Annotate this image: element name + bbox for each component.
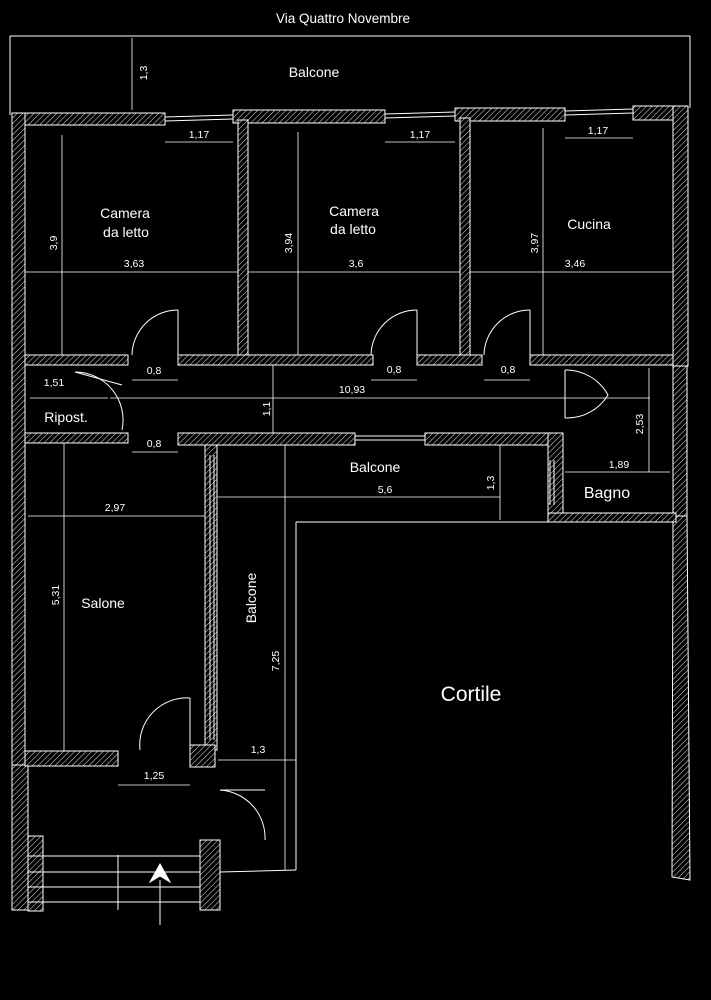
arrow-up-icon <box>148 862 172 884</box>
dim-salone-height: 5,31 <box>50 585 62 606</box>
dim-bagno-width: 1,89 <box>609 459 630 471</box>
room-label-ripostiglio: Ripost. <box>44 409 88 425</box>
dim-door3: 0,8 <box>501 364 516 376</box>
dim-door-salone: 0,8 <box>147 438 162 450</box>
dim-salone-width: 2,97 <box>105 502 126 514</box>
dim-balcone-top-depth: 1,3 <box>138 66 150 81</box>
dim-window3: 1,17 <box>588 125 609 137</box>
walls <box>11 105 691 912</box>
stairs <box>28 855 200 925</box>
dimension-lines <box>25 38 673 870</box>
dim-bagno-height: 2,53 <box>634 414 646 435</box>
dim-cucina-width: 3,46 <box>565 258 586 270</box>
room-label-bagno: Bagno <box>584 485 630 502</box>
cortile-boundary <box>219 521 548 873</box>
room-label-cucina: Cucina <box>567 216 611 232</box>
top-balcony-outline <box>9 35 691 115</box>
street-name: Via Quattro Novembre <box>276 11 410 26</box>
dim-ripost-width: 1,51 <box>44 377 65 389</box>
room-label-camera1-line1: Camera <box>100 205 150 221</box>
room-label-cortile: Cortile <box>441 683 502 706</box>
dim-cucina-height: 3,97 <box>529 233 541 254</box>
room-label-camera2-line1: Camera <box>329 203 379 219</box>
dim-window2: 1,17 <box>410 129 431 141</box>
dim-camera1-width: 3,63 <box>124 258 145 270</box>
dim-balcone-side-length: 7,25 <box>270 651 282 672</box>
doors <box>74 309 609 841</box>
dim-camera2-height: 3,94 <box>283 233 295 254</box>
dim-corridor-length: 10,93 <box>339 384 365 396</box>
dim-corridor-width: 1,1 <box>261 402 273 417</box>
room-label-balcone-top: Balcone <box>289 64 340 80</box>
room-label-salone: Salone <box>81 595 125 611</box>
room-label-balcone-mid: Balcone <box>350 459 401 475</box>
dim-camera1-height: 3,9 <box>48 236 60 251</box>
room-label-balcone-side: Balcone <box>243 572 259 623</box>
room-label-camera1-line2: da letto <box>103 224 149 240</box>
windows <box>164 108 634 740</box>
dim-balcone-side-depth: 1,3 <box>251 744 266 756</box>
dim-door1: 0,8 <box>147 365 162 377</box>
dim-balcone-mid-length: 5,6 <box>378 484 393 496</box>
room-label-camera2-line2: da letto <box>330 221 376 237</box>
dim-entry-door: 1,25 <box>144 770 165 782</box>
dim-camera2-width: 3,6 <box>349 258 364 270</box>
dim-door2: 0,8 <box>387 364 402 376</box>
dim-window1: 1,17 <box>189 129 210 141</box>
dim-balcone-mid-depth: 1,3 <box>485 476 497 491</box>
